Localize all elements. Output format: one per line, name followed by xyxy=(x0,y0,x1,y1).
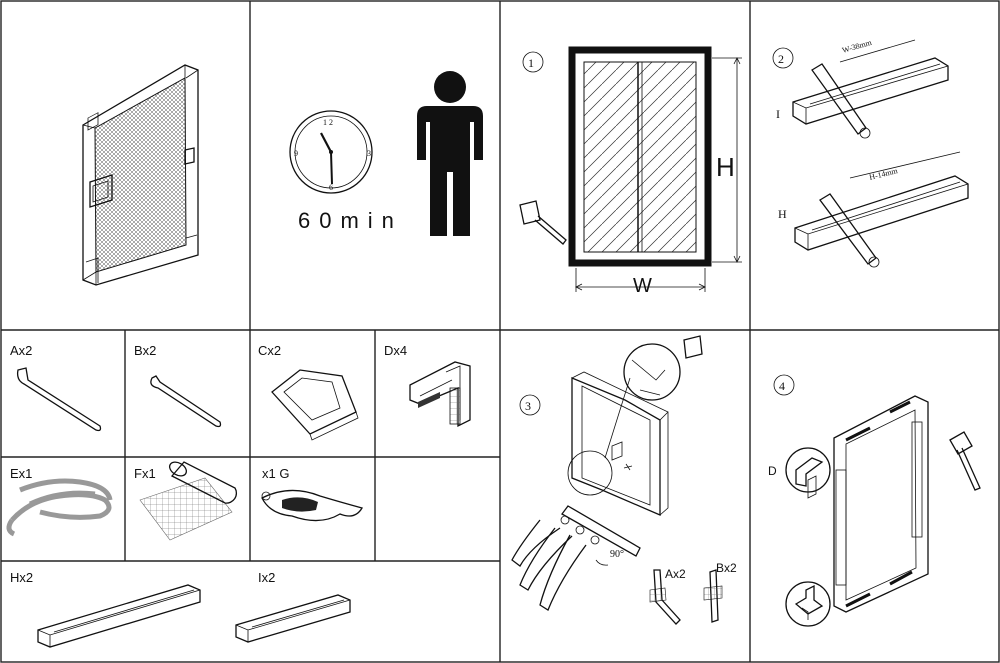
crimping-pliers-icon xyxy=(511,505,641,611)
part-d-label: Dx4 xyxy=(384,343,407,358)
part-i-label: Ix2 xyxy=(258,570,275,585)
part-e-shape xyxy=(6,478,113,537)
duration-label: 60min xyxy=(298,208,403,233)
part-c-label: Cx2 xyxy=(258,343,281,358)
tape-measure-icon xyxy=(519,200,567,245)
part-i-shape xyxy=(235,594,351,643)
step3-part-a-label: Ax2 xyxy=(665,567,686,581)
step1-measure-diagram: ① 1 H W xyxy=(519,46,742,297)
step3-assembly-diagram: 3 90° Ax2 Bx2 xyxy=(511,335,737,625)
svg-text:1: 1 xyxy=(528,56,534,70)
profile-i-label: I xyxy=(776,107,780,121)
part-h-shape xyxy=(37,584,201,648)
step4-part-d-label: D xyxy=(768,464,777,478)
part-g-shape xyxy=(261,489,363,522)
step2-cut-diagram: 2 I W-38mm H H-14mm xyxy=(772,38,969,268)
person-icon xyxy=(417,71,483,236)
part-f-shape xyxy=(139,461,238,541)
part-h-label: Hx2 xyxy=(10,570,33,585)
svg-text:4: 4 xyxy=(779,379,785,393)
height-label: H xyxy=(716,152,735,182)
svg-text:3: 3 xyxy=(367,149,371,158)
svg-text:3: 3 xyxy=(525,399,531,413)
step4-frame-diagram: 4 D xyxy=(768,374,981,627)
finished-screen-illustration xyxy=(82,64,199,286)
dim-w-label: W-38mm xyxy=(841,38,873,55)
part-e-label: Ex1 xyxy=(10,466,32,481)
svg-text:6: 6 xyxy=(329,183,333,192)
part-g-label: x1 G xyxy=(262,466,289,481)
part-d-shape xyxy=(409,361,471,428)
svg-text:2: 2 xyxy=(778,52,784,66)
angle-label: 90° xyxy=(610,549,624,560)
dim-h-label: H-14mm xyxy=(868,166,899,182)
width-label: W xyxy=(633,275,652,297)
svg-text:9: 9 xyxy=(294,149,298,158)
part-a-shape xyxy=(16,367,102,432)
step3-part-b-label: Bx2 xyxy=(716,561,737,575)
clock-icon: 1 2 3 6 9 xyxy=(289,110,373,194)
svg-text:1 2: 1 2 xyxy=(323,118,333,127)
part-f-label: Fx1 xyxy=(134,466,156,481)
profile-h-label: H xyxy=(778,207,787,221)
part-b-label: Bx2 xyxy=(134,343,156,358)
part-a-label: Ax2 xyxy=(10,343,32,358)
part-c-shape xyxy=(271,369,359,441)
mallet-icon xyxy=(949,431,981,491)
part-b-shape xyxy=(150,375,222,428)
